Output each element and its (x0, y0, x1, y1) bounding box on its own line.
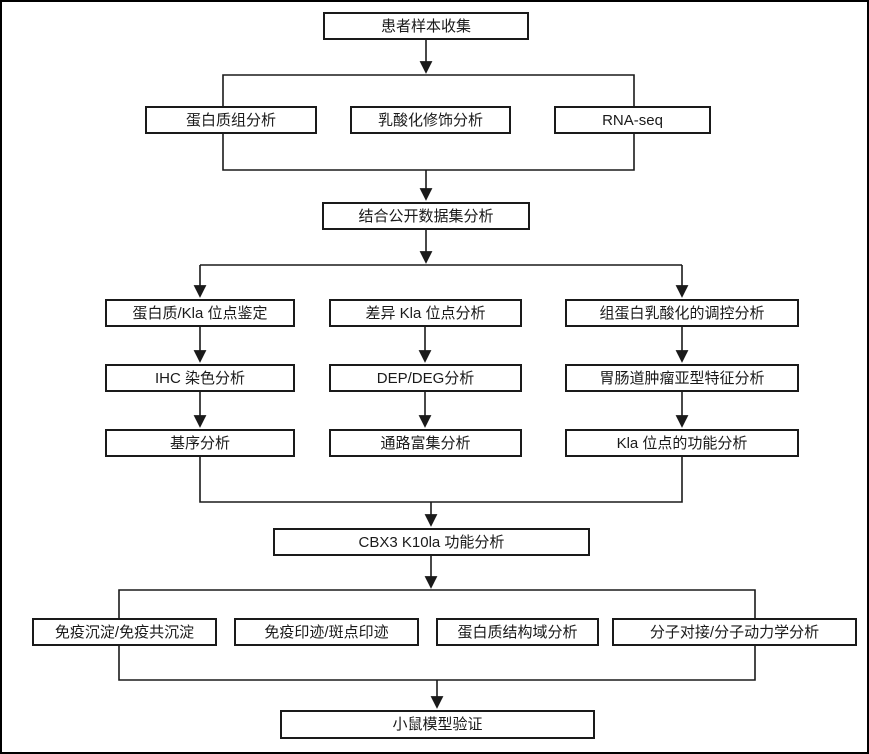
node-histone-lactylation-regulation-analysis: 组蛋白乳酸化的调控分析 (565, 299, 799, 327)
node-differential-kla-site-analysis: 差异 Kla 位点分析 (329, 299, 522, 327)
connector-merge-methods-bracket (118, 646, 756, 681)
node-proteomics-analysis: 蛋白质组分析 (145, 106, 317, 134)
connector-merge-row2-bracket (222, 134, 635, 171)
node-gi-tumor-subtype-feature-analysis: 胃肠道肿瘤亚型特征分析 (565, 364, 799, 392)
connector-split-row2-bracket (222, 74, 635, 106)
node-cbx3-k10la-function-analysis: CBX3 K10la 功能分析 (273, 528, 590, 556)
node-protein-domain-analysis: 蛋白质结构域分析 (436, 618, 599, 646)
node-protein-kla-site-identification: 蛋白质/Kla 位点鉴定 (105, 299, 295, 327)
node-ihc-staining-analysis: IHC 染色分析 (105, 364, 295, 392)
node-motif-analysis: 基序分析 (105, 429, 295, 457)
node-dep-deg-analysis: DEP/DEG分析 (329, 364, 522, 392)
node-combined-public-dataset-analysis: 结合公开数据集分析 (322, 202, 530, 230)
node-immunoprecipitation-coip: 免疫沉淀/免疫共沉淀 (32, 618, 217, 646)
node-rna-seq: RNA-seq (554, 106, 711, 134)
node-pathway-enrichment-analysis: 通路富集分析 (329, 429, 522, 457)
node-mouse-model-validation: 小鼠模型验证 (280, 710, 595, 739)
node-molecular-docking-dynamics-analysis: 分子对接/分子动力学分析 (612, 618, 857, 646)
node-lactylation-modification-analysis: 乳酸化修饰分析 (350, 106, 511, 134)
node-patient-sample-collection: 患者样本收集 (323, 12, 529, 40)
node-western-blot-dot-blot: 免疫印迹/斑点印迹 (234, 618, 419, 646)
connector-split-methods-bracket (118, 589, 756, 618)
node-kla-site-function-analysis: Kla 位点的功能分析 (565, 429, 799, 457)
connector-merge-columns-bracket (199, 457, 683, 503)
